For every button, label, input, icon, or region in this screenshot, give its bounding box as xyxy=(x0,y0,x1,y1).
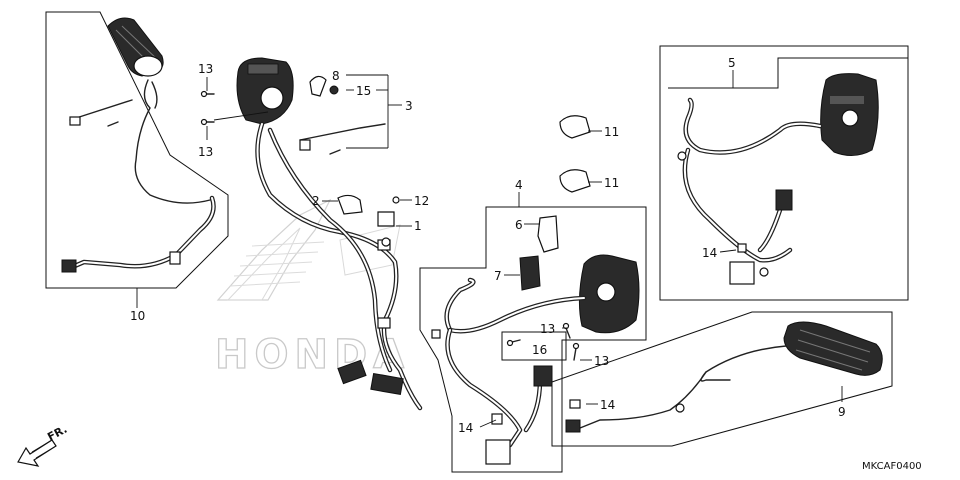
front-direction-label: FR. xyxy=(45,423,69,444)
bracket-hardware-group xyxy=(322,194,412,247)
callout-13-top: 13 xyxy=(198,62,213,76)
honda-watermark: HONDA xyxy=(214,198,410,379)
right-switch-group-4 xyxy=(419,192,647,473)
clip-hardware-group xyxy=(299,74,402,155)
diagram-code: MKCAF0400 xyxy=(862,461,922,472)
callout-11-lower: 11 xyxy=(604,176,619,190)
callout-11-upper: 11 xyxy=(604,125,619,139)
callout-6: 6 xyxy=(515,218,523,232)
callout-13-right: 13 xyxy=(540,322,555,336)
switch-assembly-group-5 xyxy=(659,45,909,301)
callout-14-right: 14 xyxy=(702,246,717,260)
watermark-text: HONDA xyxy=(215,332,410,378)
group-9-frame xyxy=(551,311,893,447)
group-4-frame xyxy=(419,206,647,473)
grip-heater-group-9 xyxy=(551,311,893,447)
callout-3: 3 xyxy=(405,99,413,113)
throttle-grip xyxy=(107,17,164,77)
callout-13-bottom: 13 xyxy=(594,354,609,368)
callout-8: 8 xyxy=(332,69,340,83)
callout-14-bottom: 14 xyxy=(600,398,615,412)
callout-5: 5 xyxy=(728,56,736,70)
callout-10: 10 xyxy=(130,309,145,323)
harness-clamps-11 xyxy=(559,115,602,193)
group-5-frame xyxy=(659,45,909,301)
screw-13-fasteners xyxy=(200,77,269,140)
front-direction-arrow-icon xyxy=(17,439,57,467)
callout-12: 12 xyxy=(414,194,429,208)
callout-1: 1 xyxy=(414,219,422,233)
group-10-frame xyxy=(45,11,229,289)
callout-15: 15 xyxy=(356,84,371,98)
callout-13-lower: 13 xyxy=(198,145,213,159)
callout-14-left: 14 xyxy=(458,421,473,435)
left-handlebar-switch-group xyxy=(236,57,423,411)
callout-4: 4 xyxy=(515,178,523,192)
callout-7: 7 xyxy=(494,269,502,283)
callout-2: 2 xyxy=(312,194,320,208)
callout-9: 9 xyxy=(838,405,846,419)
callout-16: 16 xyxy=(532,343,547,357)
throttle-assembly-group xyxy=(45,11,229,308)
